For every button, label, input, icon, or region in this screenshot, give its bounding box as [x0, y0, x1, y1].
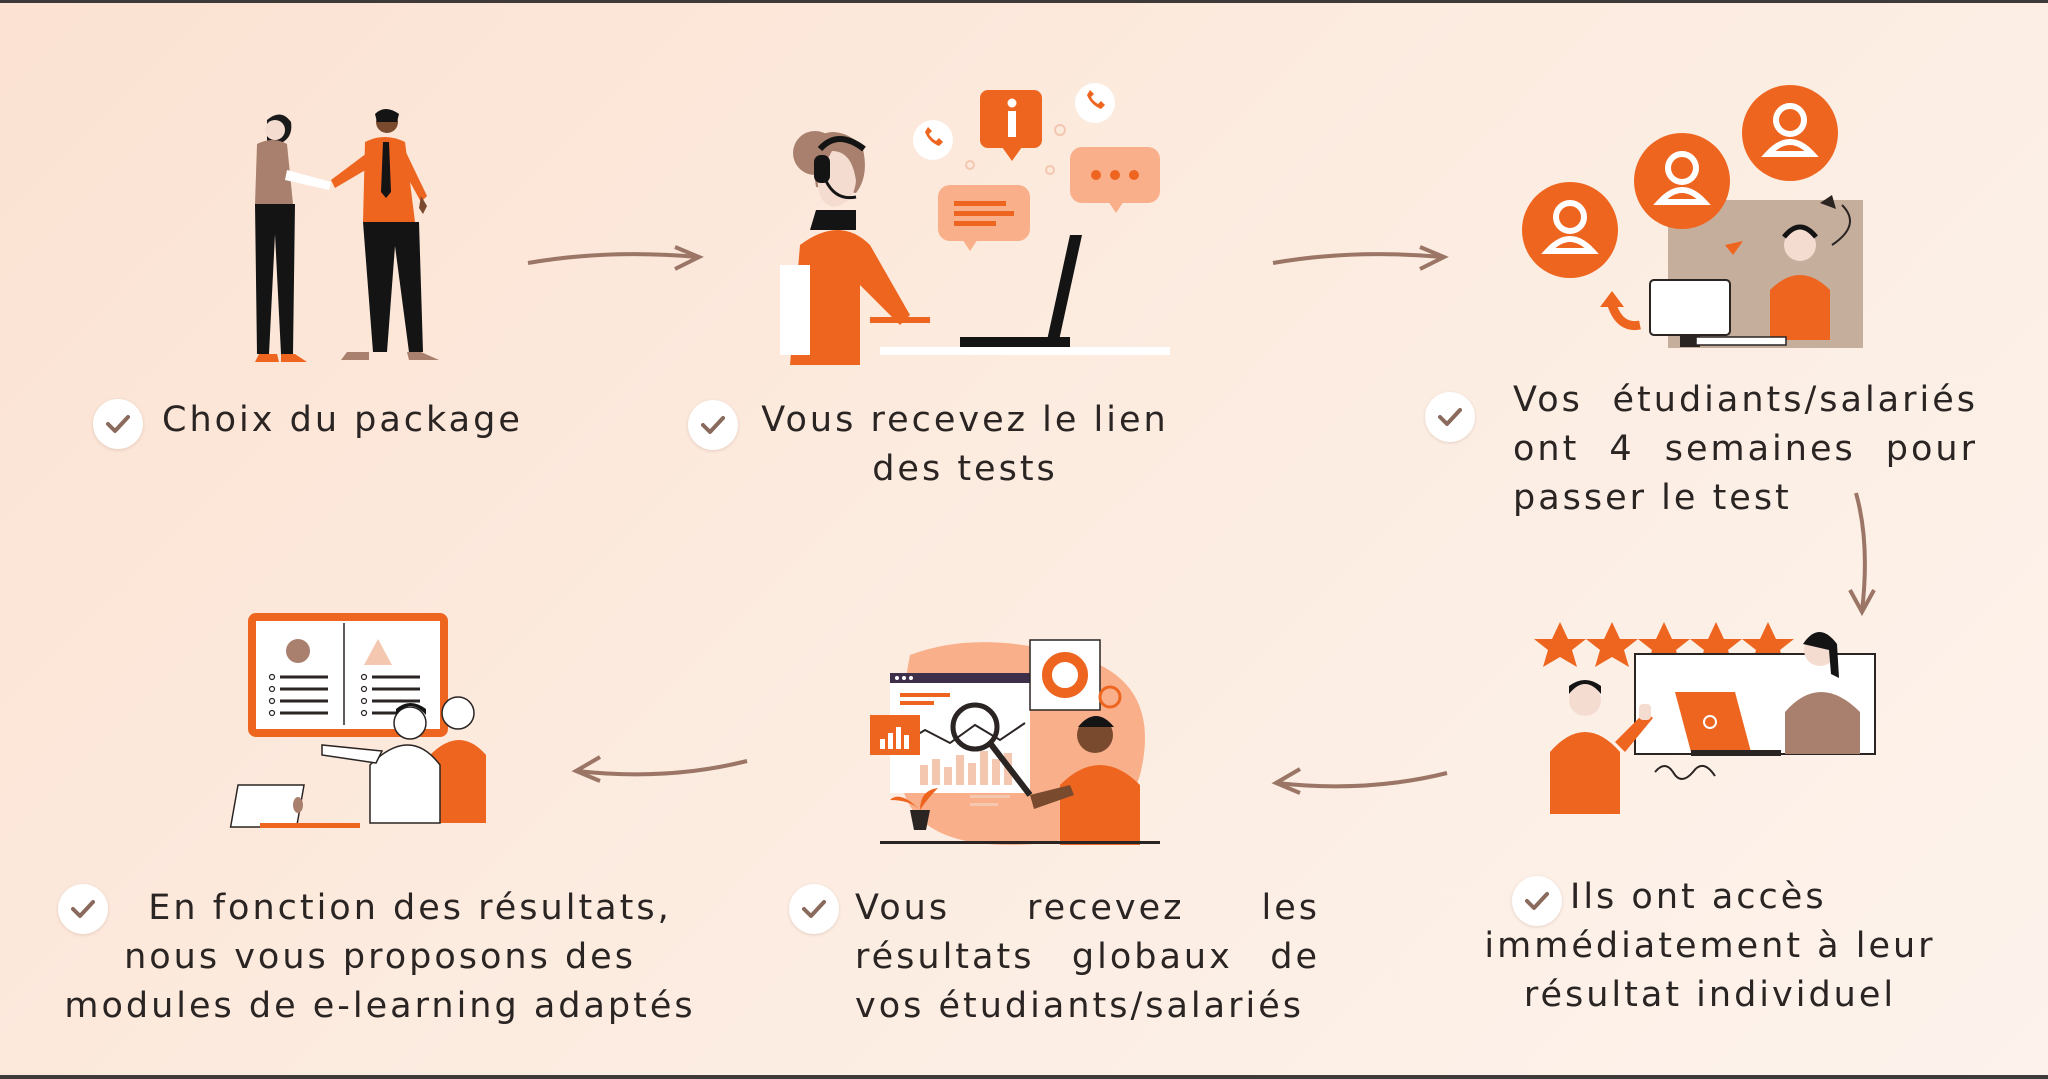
check-icon — [93, 399, 143, 449]
step-6-line-1: En fonction des résultats, — [148, 888, 672, 928]
flow-arrow-icon — [1840, 490, 1880, 617]
check-icon — [58, 884, 108, 934]
step-4-label: Ils ont accès immédiatement à leur résul… — [1480, 873, 1940, 1020]
top-border — [0, 0, 2048, 3]
analytics-illustration — [870, 635, 1170, 845]
elearning-presentation-illustration — [229, 613, 490, 835]
step-4-line-1: Ils ont accès — [1570, 877, 1827, 917]
bottom-border — [0, 1075, 2048, 1079]
step-1-line-1: Choix du package — [162, 400, 523, 440]
step-2-line-2: des tests — [872, 449, 1058, 489]
check-icon — [688, 400, 738, 450]
check-icon — [1425, 392, 1475, 442]
flow-arrow-icon — [570, 755, 750, 785]
step-2-label: Vous recevez le lien des tests — [760, 396, 1170, 494]
check-icon — [789, 884, 839, 934]
step-1-label: Choix du package — [162, 396, 542, 445]
step-5-line-3: vos étudiants/salariés — [855, 986, 1304, 1026]
rating-results-illustration — [1534, 622, 1880, 822]
step-3-label: Vos étudiants/salariés ont 4 semaines po… — [1513, 376, 1978, 523]
step-5-label: Vous recevez les résultats globaux de vo… — [855, 884, 1320, 1031]
handshake-illustration — [215, 100, 475, 365]
check-icon — [1512, 876, 1562, 926]
flow-arrow-icon — [1270, 765, 1450, 795]
step-3-line-3: passer le test — [1513, 478, 1792, 518]
step-2-line-1: Vous recevez le lien — [761, 400, 1169, 440]
step-3-line-2: ont 4 semaines pour — [1513, 429, 1978, 469]
step-6-line-2: nous vous proposons des — [124, 937, 636, 977]
step-5-line-1: Vous recevez les — [855, 888, 1320, 928]
step-5-line-2: résultats globaux de — [855, 937, 1320, 977]
flow-arrow-icon — [1270, 245, 1450, 275]
online-testing-illustration — [1520, 85, 1865, 350]
flow-arrow-icon — [525, 245, 705, 275]
step-6-label: En fonction des résultats, nous vous pro… — [55, 884, 705, 1031]
step-6-line-3: modules de e-learning adaptés — [64, 986, 696, 1026]
step-3-line-1: Vos étudiants/salariés — [1513, 380, 1978, 420]
support-agent-illustration — [770, 83, 1170, 365]
step-4-line-2: immédiatement à leur — [1484, 926, 1936, 966]
step-4-line-3: résultat individuel — [1523, 975, 1897, 1015]
